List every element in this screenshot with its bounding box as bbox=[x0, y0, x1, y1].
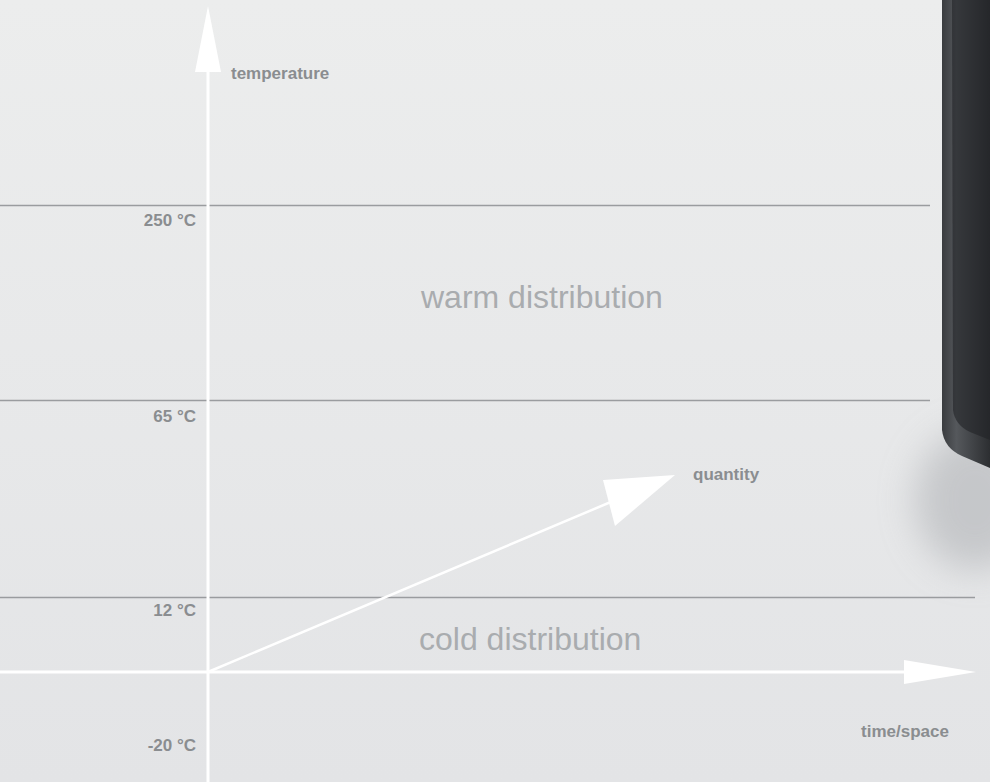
temperature-value: 250 °C bbox=[144, 211, 196, 231]
band-name: warm distribution bbox=[421, 278, 663, 316]
axis-title: time/space bbox=[861, 722, 949, 742]
temperature-axis bbox=[207, 60, 210, 782]
axis-title: quantity bbox=[693, 465, 759, 485]
grid-line bbox=[0, 205, 930, 207]
time-axis bbox=[0, 671, 920, 674]
temperature-value: 12 °C bbox=[153, 601, 196, 621]
temperature-value: -20 °C bbox=[148, 736, 196, 756]
axis-title: temperature bbox=[231, 64, 329, 84]
device-screen bbox=[952, 0, 990, 440]
device-edge bbox=[942, 0, 990, 468]
axis-arrowhead bbox=[195, 6, 221, 72]
band-name: cold distribution bbox=[419, 620, 641, 658]
axis-arrowhead bbox=[904, 660, 976, 684]
grid-line bbox=[0, 597, 975, 599]
grid-line bbox=[0, 400, 930, 402]
axis-arrowhead bbox=[603, 475, 675, 526]
temperature-value: 65 °C bbox=[153, 407, 196, 427]
